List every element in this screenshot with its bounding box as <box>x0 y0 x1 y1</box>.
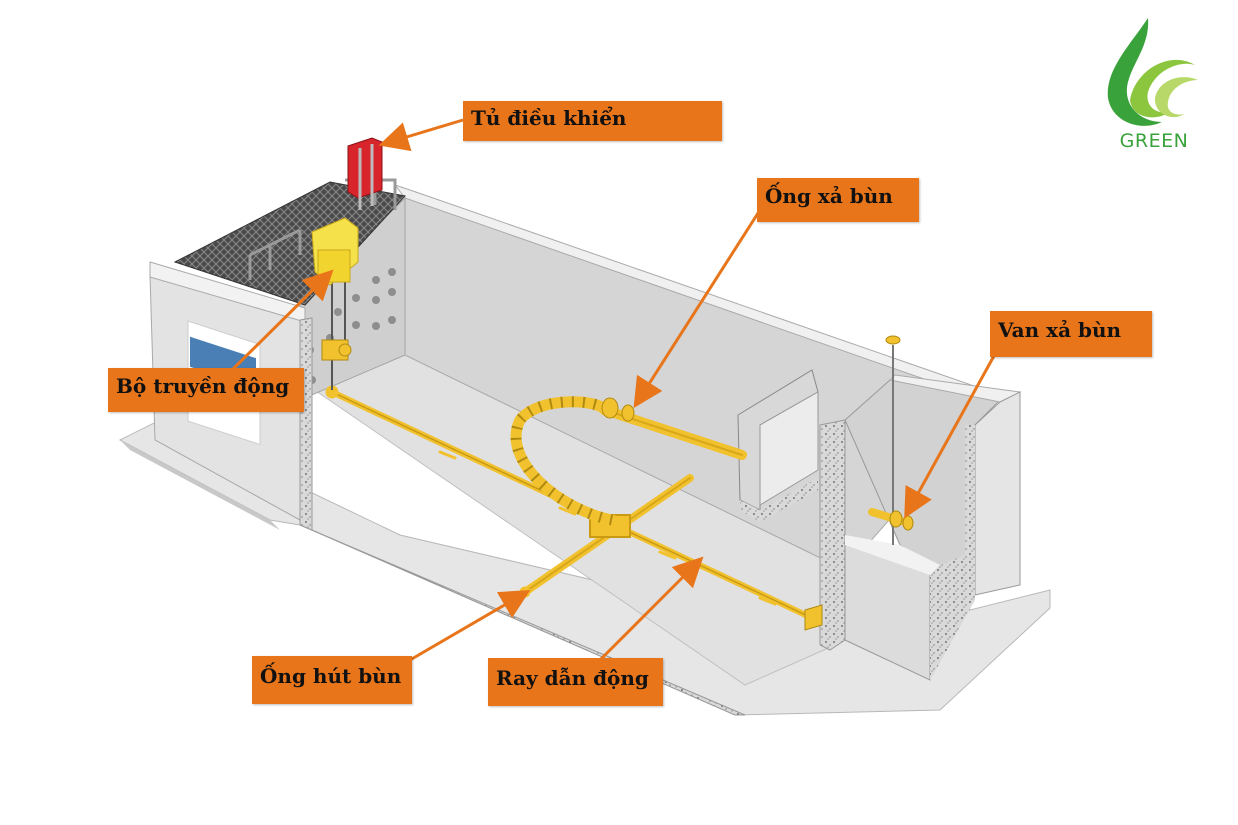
flexible-hose-bands <box>510 396 614 526</box>
valve-handwheel <box>885 335 901 345</box>
label-drive-rail: Ray dẫn động <box>488 658 663 706</box>
label-control-cabinet: Tủ điều khiển <box>463 101 722 141</box>
label-discharge-valve: Van xả bùn <box>990 311 1152 357</box>
rail-end-bracket <box>804 604 823 631</box>
grating-platform <box>173 181 406 306</box>
drive-unit <box>311 217 359 361</box>
label-suction-pipe: Ống hút bùn <box>252 656 412 704</box>
logo-text: GREEN <box>1119 130 1189 152</box>
leaf-drop-icon <box>1107 18 1162 126</box>
control-cabinet <box>347 137 383 210</box>
callout-arrows <box>230 118 1002 662</box>
sump-chamber <box>844 374 1022 681</box>
leaf-swirl-icon <box>1130 59 1195 118</box>
front-wall-section <box>299 317 746 716</box>
label-discharge-pipe: Ống xả bùn <box>757 178 919 222</box>
green-logo <box>1107 18 1198 126</box>
label-drive-unit: Bộ truyền động <box>108 368 304 412</box>
discharge-valve <box>868 508 914 531</box>
partition-wall <box>819 419 846 651</box>
discharge-pipe <box>600 397 747 460</box>
leaf-swirl-inner-icon <box>1154 77 1198 118</box>
discharge-channel <box>737 369 819 522</box>
